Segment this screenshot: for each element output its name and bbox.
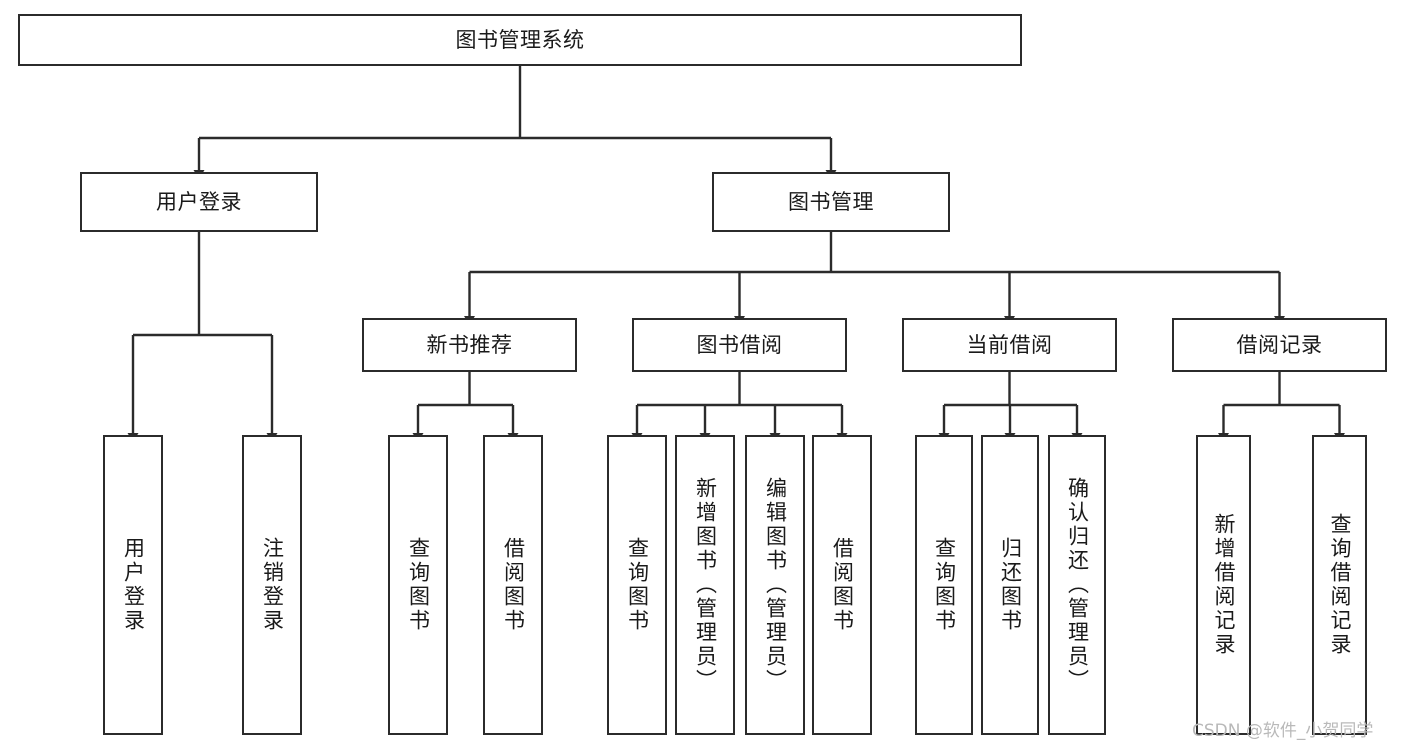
node-label-book-borrow: 图书借阅 <box>696 332 783 357</box>
node-label-new-book-rec: 新书推荐 <box>426 332 513 357</box>
node-leaf-add-record[interactable]: 新增借阅记录 <box>1196 435 1251 735</box>
node-borrow-record[interactable]: 借阅记录 <box>1172 318 1387 372</box>
node-leaf-add-book[interactable]: 新增图书（管理员） <box>675 435 735 735</box>
node-book-borrow[interactable]: 图书借阅 <box>632 318 847 372</box>
node-leaf-user-logout[interactable]: 注销登录 <box>242 435 302 735</box>
node-label-leaf-query-book-3: 查询图书 <box>932 537 957 633</box>
node-root[interactable]: 图书管理系统 <box>18 14 1022 66</box>
node-book-manage[interactable]: 图书管理 <box>712 172 950 232</box>
node-leaf-edit-book[interactable]: 编辑图书（管理员） <box>745 435 805 735</box>
node-leaf-user-login[interactable]: 用户登录 <box>103 435 163 735</box>
node-label-leaf-borrow-book-2: 借阅图书 <box>830 537 855 633</box>
node-label-leaf-query-record: 查询借阅记录 <box>1328 513 1352 657</box>
node-label-leaf-confirm-ret: 确认归还（管理员） <box>1065 477 1090 693</box>
node-label-user-login: 用户登录 <box>156 189 242 214</box>
node-label-leaf-user-logout: 注销登录 <box>260 537 285 633</box>
node-label-leaf-edit-book: 编辑图书（管理员） <box>763 477 788 693</box>
node-leaf-query-record[interactable]: 查询借阅记录 <box>1312 435 1367 735</box>
node-label-leaf-query-book-2: 查询图书 <box>625 537 650 633</box>
node-label-leaf-user-login: 用户登录 <box>121 537 146 633</box>
node-label-leaf-add-record: 新增借阅记录 <box>1212 513 1236 657</box>
node-label-book-manage: 图书管理 <box>788 189 874 214</box>
node-user-login[interactable]: 用户登录 <box>80 172 318 232</box>
node-label-current-borrow: 当前借阅 <box>966 332 1053 357</box>
edge-group <box>127 66 1345 442</box>
node-label-leaf-add-book: 新增图书（管理员） <box>693 477 718 693</box>
node-leaf-borrow-book-1[interactable]: 借阅图书 <box>483 435 543 735</box>
node-leaf-query-book-3[interactable]: 查询图书 <box>915 435 973 735</box>
node-leaf-return-book[interactable]: 归还图书 <box>981 435 1039 735</box>
node-leaf-confirm-ret[interactable]: 确认归还（管理员） <box>1048 435 1106 735</box>
node-label-leaf-return-book: 归还图书 <box>998 537 1023 633</box>
node-label-root: 图书管理系统 <box>455 27 585 52</box>
node-label-borrow-record: 借阅记录 <box>1236 332 1323 357</box>
node-leaf-borrow-book-2[interactable]: 借阅图书 <box>812 435 872 735</box>
node-label-leaf-borrow-book-1: 借阅图书 <box>501 537 526 633</box>
node-label-leaf-query-book-1: 查询图书 <box>406 537 431 633</box>
node-new-book-rec[interactable]: 新书推荐 <box>362 318 577 372</box>
node-current-borrow[interactable]: 当前借阅 <box>902 318 1117 372</box>
node-leaf-query-book-2[interactable]: 查询图书 <box>607 435 667 735</box>
node-leaf-query-book-1[interactable]: 查询图书 <box>388 435 448 735</box>
